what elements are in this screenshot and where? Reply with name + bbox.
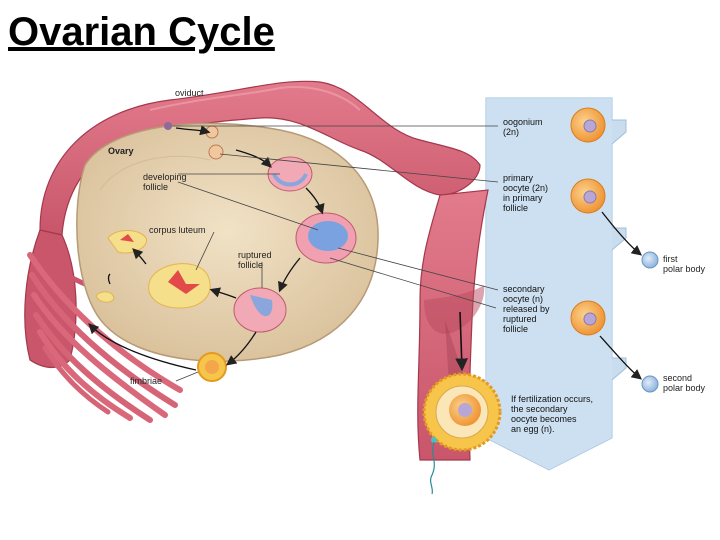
label-secondary-5: follicle (503, 324, 528, 334)
label-primary-3: in primary (503, 193, 543, 203)
label-primary-2: oocyte (2n) (503, 183, 548, 193)
label-corpus-luteum: corpus luteum (149, 225, 206, 235)
oogonium-in-ovary (164, 122, 172, 130)
label-ovary: Ovary (108, 146, 134, 156)
label-primary-1: primary (503, 173, 534, 183)
label-fertilization-2: the secondary (511, 404, 568, 414)
label-fertilization-3: oocyte becomes (511, 414, 577, 424)
label-primary-4: follicle (503, 203, 528, 213)
label-developing-follicle-2: follicle (143, 182, 168, 192)
label-second-polar-2: polar body (663, 383, 706, 393)
label-second-polar-1: second (663, 373, 692, 383)
label-first-polar-2: polar body (663, 264, 706, 274)
stage-cells (570, 107, 659, 393)
first-polar-body (641, 251, 659, 269)
label-secondary-1: secondary (503, 284, 545, 294)
label-first-polar-1: first (663, 254, 678, 264)
fimbriae (24, 229, 193, 423)
slide-title: Ovarian Cycle (8, 10, 275, 54)
label-oogonium-1: oogonium (503, 117, 543, 127)
label-oogonium-2: (2n) (503, 127, 519, 137)
label-fertilization-4: an egg (n). (511, 424, 555, 434)
label-secondary-3: released by (503, 304, 550, 314)
label-ruptured-follicle-2: follicle (238, 260, 263, 270)
stage-labels: oogonium (2n) primary oocyte (2n) in pri… (503, 117, 706, 434)
egg-with-sperm (422, 372, 502, 495)
second-polar-body (641, 375, 659, 393)
label-fimbriae: fimbriae (130, 376, 162, 386)
label-fertilization-1: If fertilization occurs, (511, 394, 593, 404)
anatomy-labels: oviduct Ovary developing follicle corpus… (108, 88, 272, 386)
label-ruptured-follicle-1: ruptured (238, 250, 272, 260)
label-oviduct: oviduct (175, 88, 204, 98)
follicles (88, 122, 357, 382)
label-developing-follicle-1: developing (143, 172, 187, 182)
leader-lines (172, 125, 499, 382)
ovarian-cycle-diagram: oviduct Ovary developing follicle corpus… (24, 80, 706, 495)
label-secondary-2: oocyte (n) (503, 294, 543, 304)
label-secondary-4: ruptured (503, 314, 537, 324)
